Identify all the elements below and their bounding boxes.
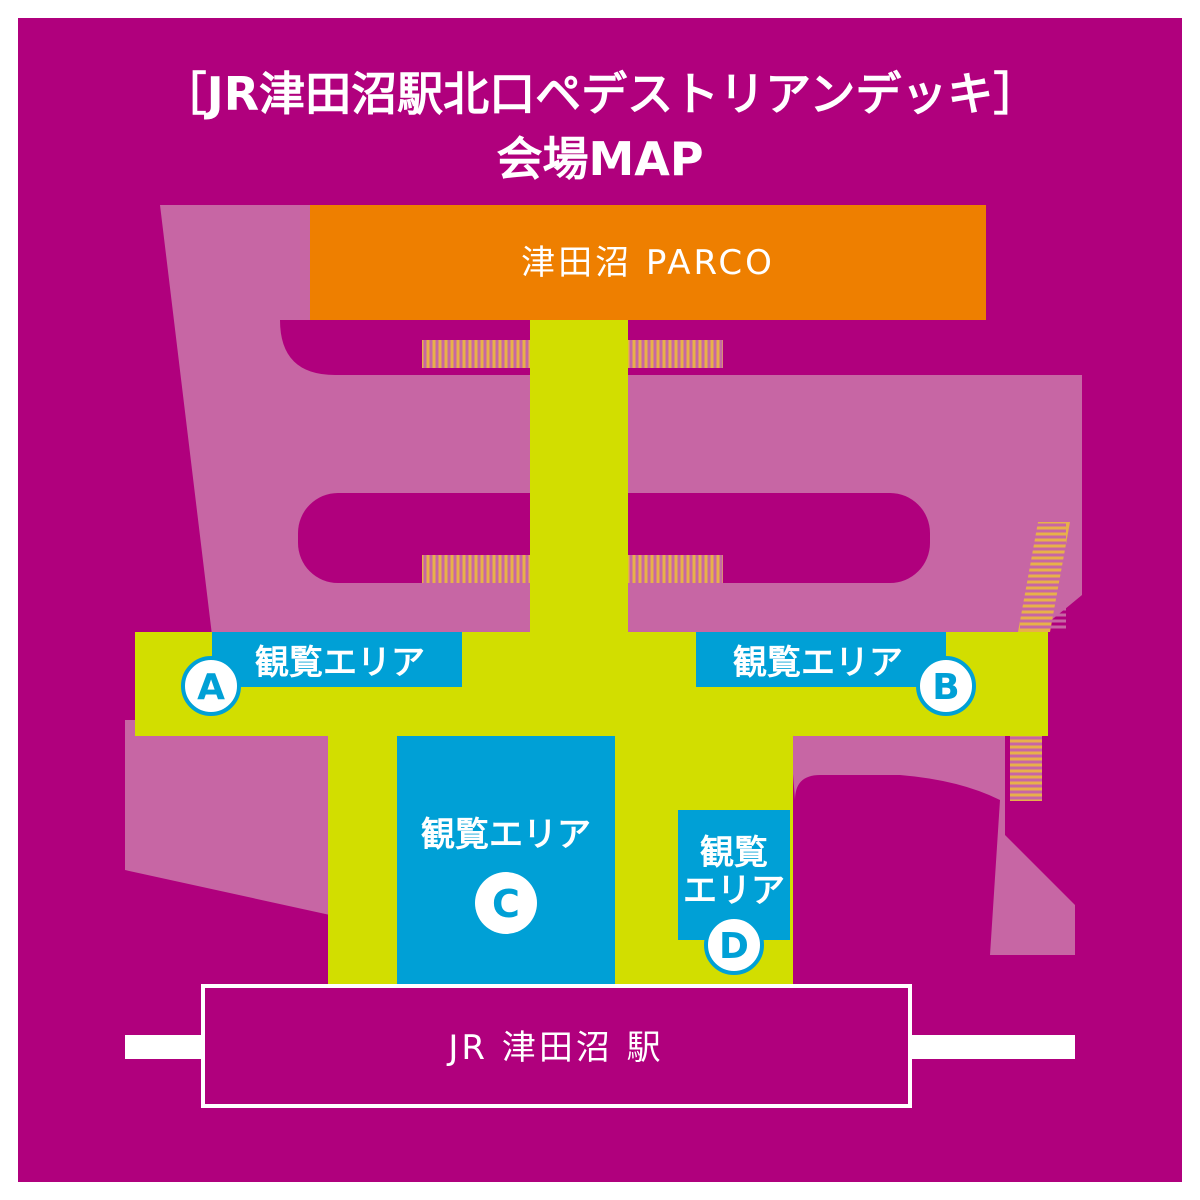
viewing-area-a [212, 632, 462, 687]
viewing-area-d-label-line1: 観覧 [700, 833, 768, 873]
rail-right [910, 1035, 1075, 1059]
marker-d-letter: D [719, 926, 749, 967]
jr-station-building [201, 984, 912, 1108]
marker-a-letter: A [197, 667, 225, 708]
stairs-mid-left [422, 555, 530, 583]
map-title-line2: 会場MAP [496, 132, 703, 186]
viewing-area-b-label: 観覧エリア [733, 643, 903, 683]
stairs-top-left [422, 340, 530, 368]
viewing-area-a-label: 観覧エリア [255, 643, 425, 683]
parco-label: 津田沼 PARCO [521, 243, 775, 283]
road-left-lower [125, 720, 330, 915]
viewing-area-c [397, 736, 615, 986]
marker-b-letter: B [932, 667, 959, 708]
viewing-area-c-label: 観覧エリア [421, 815, 591, 855]
map-title-line1: ［JR津田沼駅北口ペデストリアンデッキ］ [161, 67, 1040, 121]
parco-building [310, 205, 986, 320]
marker-b: B [916, 656, 976, 716]
viewing-area-d-label-line2: エリア [683, 871, 785, 911]
rail-left [125, 1035, 205, 1059]
deck-spine-top [570, 320, 628, 340]
marker-c: C [475, 872, 537, 934]
road-right-lower [790, 735, 1075, 955]
marker-d: D [704, 915, 764, 975]
viewing-area-b [696, 632, 946, 687]
marker-c-letter: C [492, 882, 520, 926]
marker-a: A [181, 656, 241, 716]
jr-station-label: JR 津田沼 駅 [446, 1028, 663, 1068]
